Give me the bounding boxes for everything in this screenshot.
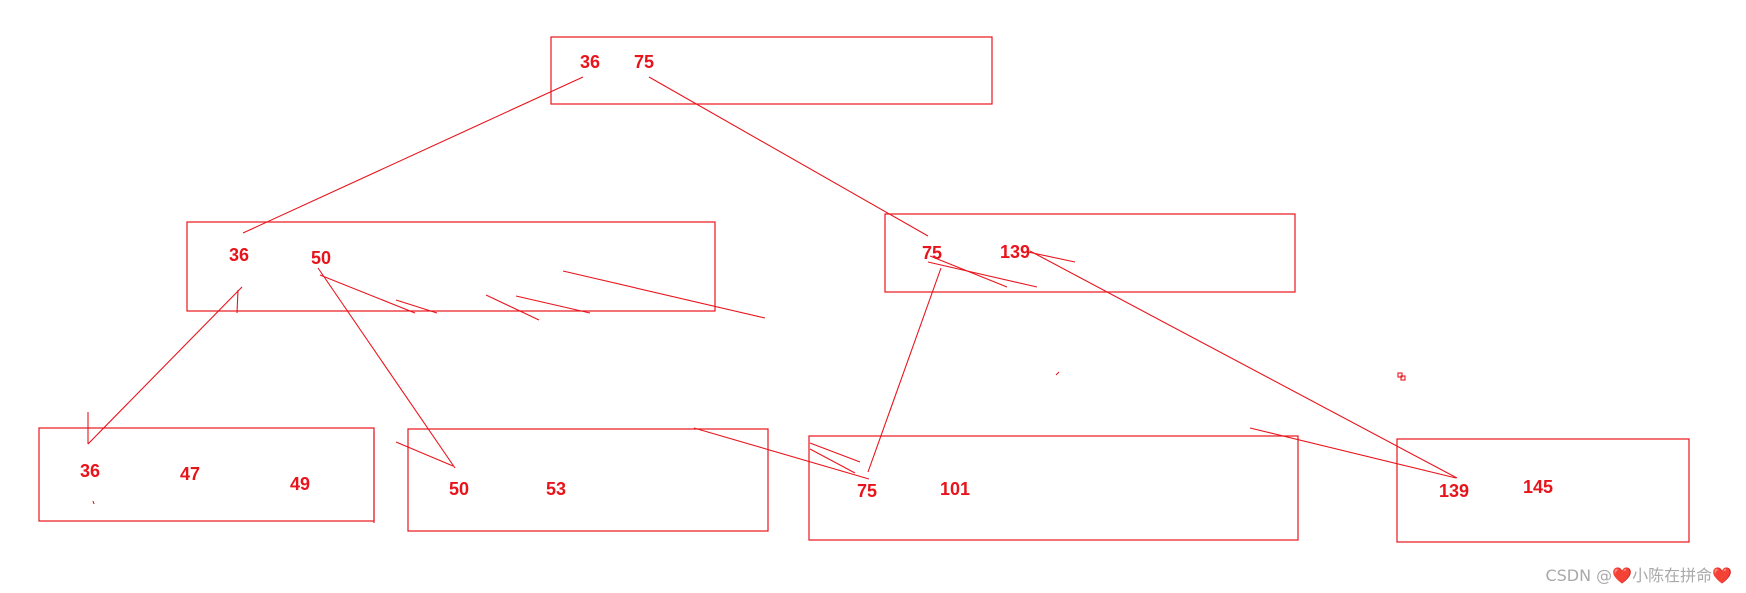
- scribble-stroke: [1027, 251, 1076, 263]
- root-node: [550, 36, 993, 105]
- scribble-stroke: [562, 270, 766, 319]
- scribble-stroke: [236, 289, 239, 314]
- edge-left-to-leaf2: [317, 267, 456, 469]
- level1-left-node: [186, 221, 716, 312]
- leaf-link-stroke: [395, 441, 454, 467]
- edge-right-to-leaf3: [867, 267, 942, 473]
- scribble-stroke: [927, 261, 1038, 288]
- leaf4-key: 139: [1439, 481, 1469, 501]
- leaf2-key: 50: [449, 479, 469, 499]
- level1-right-key: 139: [1000, 242, 1030, 262]
- edge-right-to-leaf4: [1029, 250, 1458, 479]
- scribble-stroke: [395, 299, 438, 314]
- level1-left-key: 50: [311, 248, 331, 268]
- scribble-stroke: [1055, 371, 1060, 376]
- level1-right-key: 75: [922, 243, 942, 263]
- scribble-stroke: [485, 294, 540, 321]
- scribble-stroke: [929, 255, 1008, 288]
- edge-root-to-left: [242, 76, 584, 234]
- leaf-link-stroke: [809, 442, 861, 463]
- scribble-stroke: [1400, 375, 1406, 381]
- leaf4-key: 145: [1523, 477, 1553, 497]
- scribble-stroke: [1397, 372, 1403, 378]
- scribble-stroke: [319, 274, 416, 314]
- level1-left-key: 36: [229, 245, 249, 265]
- leaf-node-4: [1396, 438, 1690, 543]
- scribble-stroke: [92, 500, 95, 505]
- leaf1-key: 49: [290, 474, 310, 494]
- csdn-watermark: CSDN @❤️小陈在拼命❤️: [1545, 566, 1732, 585]
- leaf-link-stroke: [809, 448, 856, 474]
- edge-root-to-right: [648, 76, 929, 237]
- leaf2-key: 53: [546, 479, 566, 499]
- root-key: 36: [580, 52, 600, 72]
- level1-right-node: [884, 213, 1296, 293]
- leaf1-key: 36: [80, 461, 100, 481]
- leaf-node-2: [407, 428, 769, 532]
- root-key: 75: [634, 52, 654, 72]
- leaf-link-stroke: [693, 427, 870, 480]
- leaf3-key: 75: [857, 481, 877, 501]
- leaf-node-3: [808, 435, 1299, 541]
- leaf-link-stroke: [1249, 427, 1457, 479]
- edge-left-to-leaf1: [87, 286, 243, 445]
- leaf1-key: 47: [180, 464, 200, 484]
- leaf3-key: 101: [940, 479, 970, 499]
- scribble-stroke: [515, 295, 591, 314]
